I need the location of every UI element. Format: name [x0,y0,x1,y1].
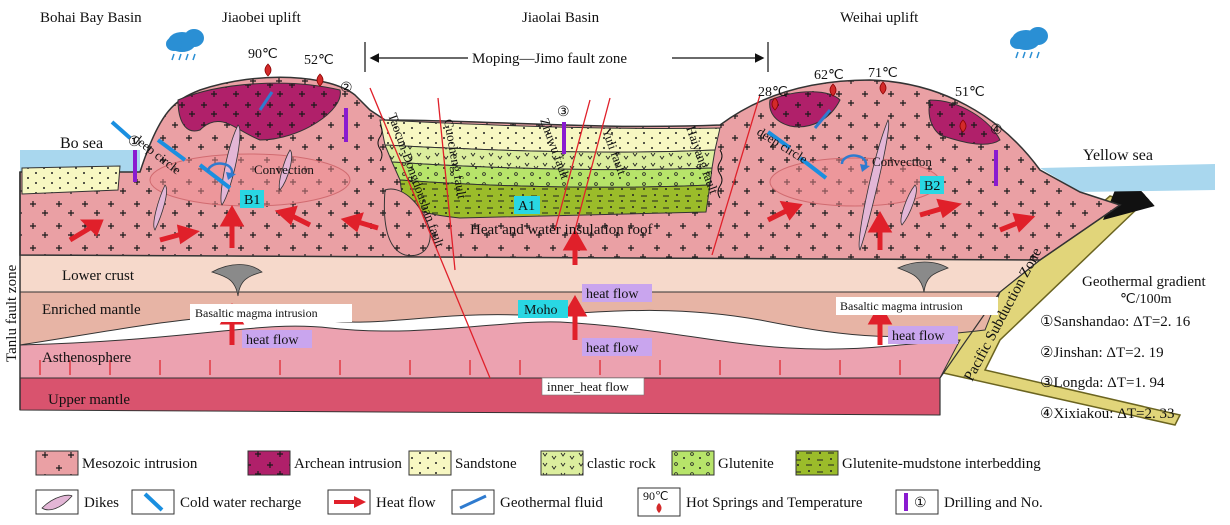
legend-label-heat-flow: Heat flow [376,495,436,511]
legend-label-geothermal-fluid: Geothermal fluid [500,495,603,511]
legend-label-dikes: Dikes [84,495,119,511]
legend-label-drilling: Drilling and No. [944,495,1043,511]
asthenosphere-label: Asthenosphere [42,350,131,366]
well-2-number: ② [340,81,353,96]
well-3-number: ③ [557,105,570,120]
gradient-item-4: ④Xixiakou: ΔT=2. 33 [1040,406,1174,422]
region-jiaolai-label: Jiaolai Basin [522,10,600,26]
legend-label-archean: Archean intrusion [294,456,402,472]
spring-temp-6: 51℃ [955,85,985,100]
upper-mantle-label: Upper mantle [48,392,130,408]
well-1-bar [133,150,137,182]
convection-left-label: Convection [254,162,314,177]
legend-label-cold-water: Cold water recharge [180,495,302,511]
heat-flow-center-top-label: heat flow [586,287,639,302]
fault-zone-label: Moping—Jimo fault zone [472,51,627,67]
legend-swatch-glutenite-mud [796,451,838,475]
legend-label-hot-spring: Hot Springs and Temperature [686,495,863,511]
bo-sea-sandstone [22,166,120,194]
basalt-right-label: Basaltic magma intrusion [840,299,963,313]
gradient-title: Geothermal gradient [1082,274,1207,290]
b1-label: B1 [244,193,260,208]
legend-hot-spring-symbol: 90℃ [643,489,668,503]
legend-swatch-glutenite [672,451,714,475]
legend-swatch-sandstone [409,451,451,475]
lower-crust-label: Lower crust [62,268,135,284]
lower-crust-layer [20,255,1040,292]
insulation-roof-label: Heat and water insulation roof [470,222,652,238]
well-4-number: ④ [990,123,1003,138]
legend-label-glutenite-mud: Glutenite-mudstone interbedding [842,456,1041,472]
spring-temp-1: 90℃ [248,47,278,62]
inner-heat-flow-label: inner_heat flow [547,379,630,394]
well-2-bar [344,108,348,142]
heat-flow-right-label: heat flow [892,329,945,344]
heat-flow-left-label: heat flow [246,333,299,348]
moho-label: Moho [524,303,557,318]
region-bohai-label: Bohai Bay Basin [40,10,142,26]
legend-label-clastic: clastic rock [587,456,656,472]
enriched-mantle-label: Enriched mantle [42,302,141,318]
legend-swatch-mesozoic [36,451,78,475]
yellow-sea-label: Yellow sea [1083,147,1153,164]
rain-cloud-left-icon [166,29,204,60]
tanlu-fault-zone-label: Tanlu fault zone [4,264,20,362]
basalt-left-label: Basaltic magma intrusion [195,306,318,320]
convection-right-label: Convection [872,154,932,169]
gradient-item-1: ①Sanshandao: ΔT=2. 16 [1040,314,1191,330]
spring-temp-3: 28℃ [758,85,788,100]
bo-sea-label: Bo sea [60,135,103,152]
legend-label-glutenite: Glutenite [718,456,774,472]
heat-flow-center-label: heat flow [586,341,639,356]
spring-temp-2: 52℃ [304,53,334,68]
b2-label: B2 [924,179,940,194]
spring-temp-5: 71℃ [868,66,898,81]
legend-swatch-clastic [541,451,583,475]
legend-drilling-icon [904,493,908,511]
gradient-item-2: ②Jinshan: ΔT=2. 19 [1040,345,1164,361]
spring-temp-4: 62℃ [814,68,844,83]
legend-swatch-archean [248,451,290,475]
legend-label-mesozoic: Mesozoic intrusion [82,456,198,472]
well-4-bar [994,150,998,186]
gradient-item-3: ③Longda: ΔT=1. 94 [1040,375,1165,391]
legend-drilling-symbol: ① [914,496,927,511]
a1-label: A1 [518,199,535,214]
legend-label-sandstone: Sandstone [455,456,517,472]
region-jiaobei-label: Jiaobei uplift [222,10,302,26]
upper-mantle-layer [20,378,940,415]
rain-cloud-right-icon [1010,27,1048,58]
region-weihai-label: Weihai uplift [840,10,919,26]
gradient-unit: ℃/100m [1120,292,1172,307]
